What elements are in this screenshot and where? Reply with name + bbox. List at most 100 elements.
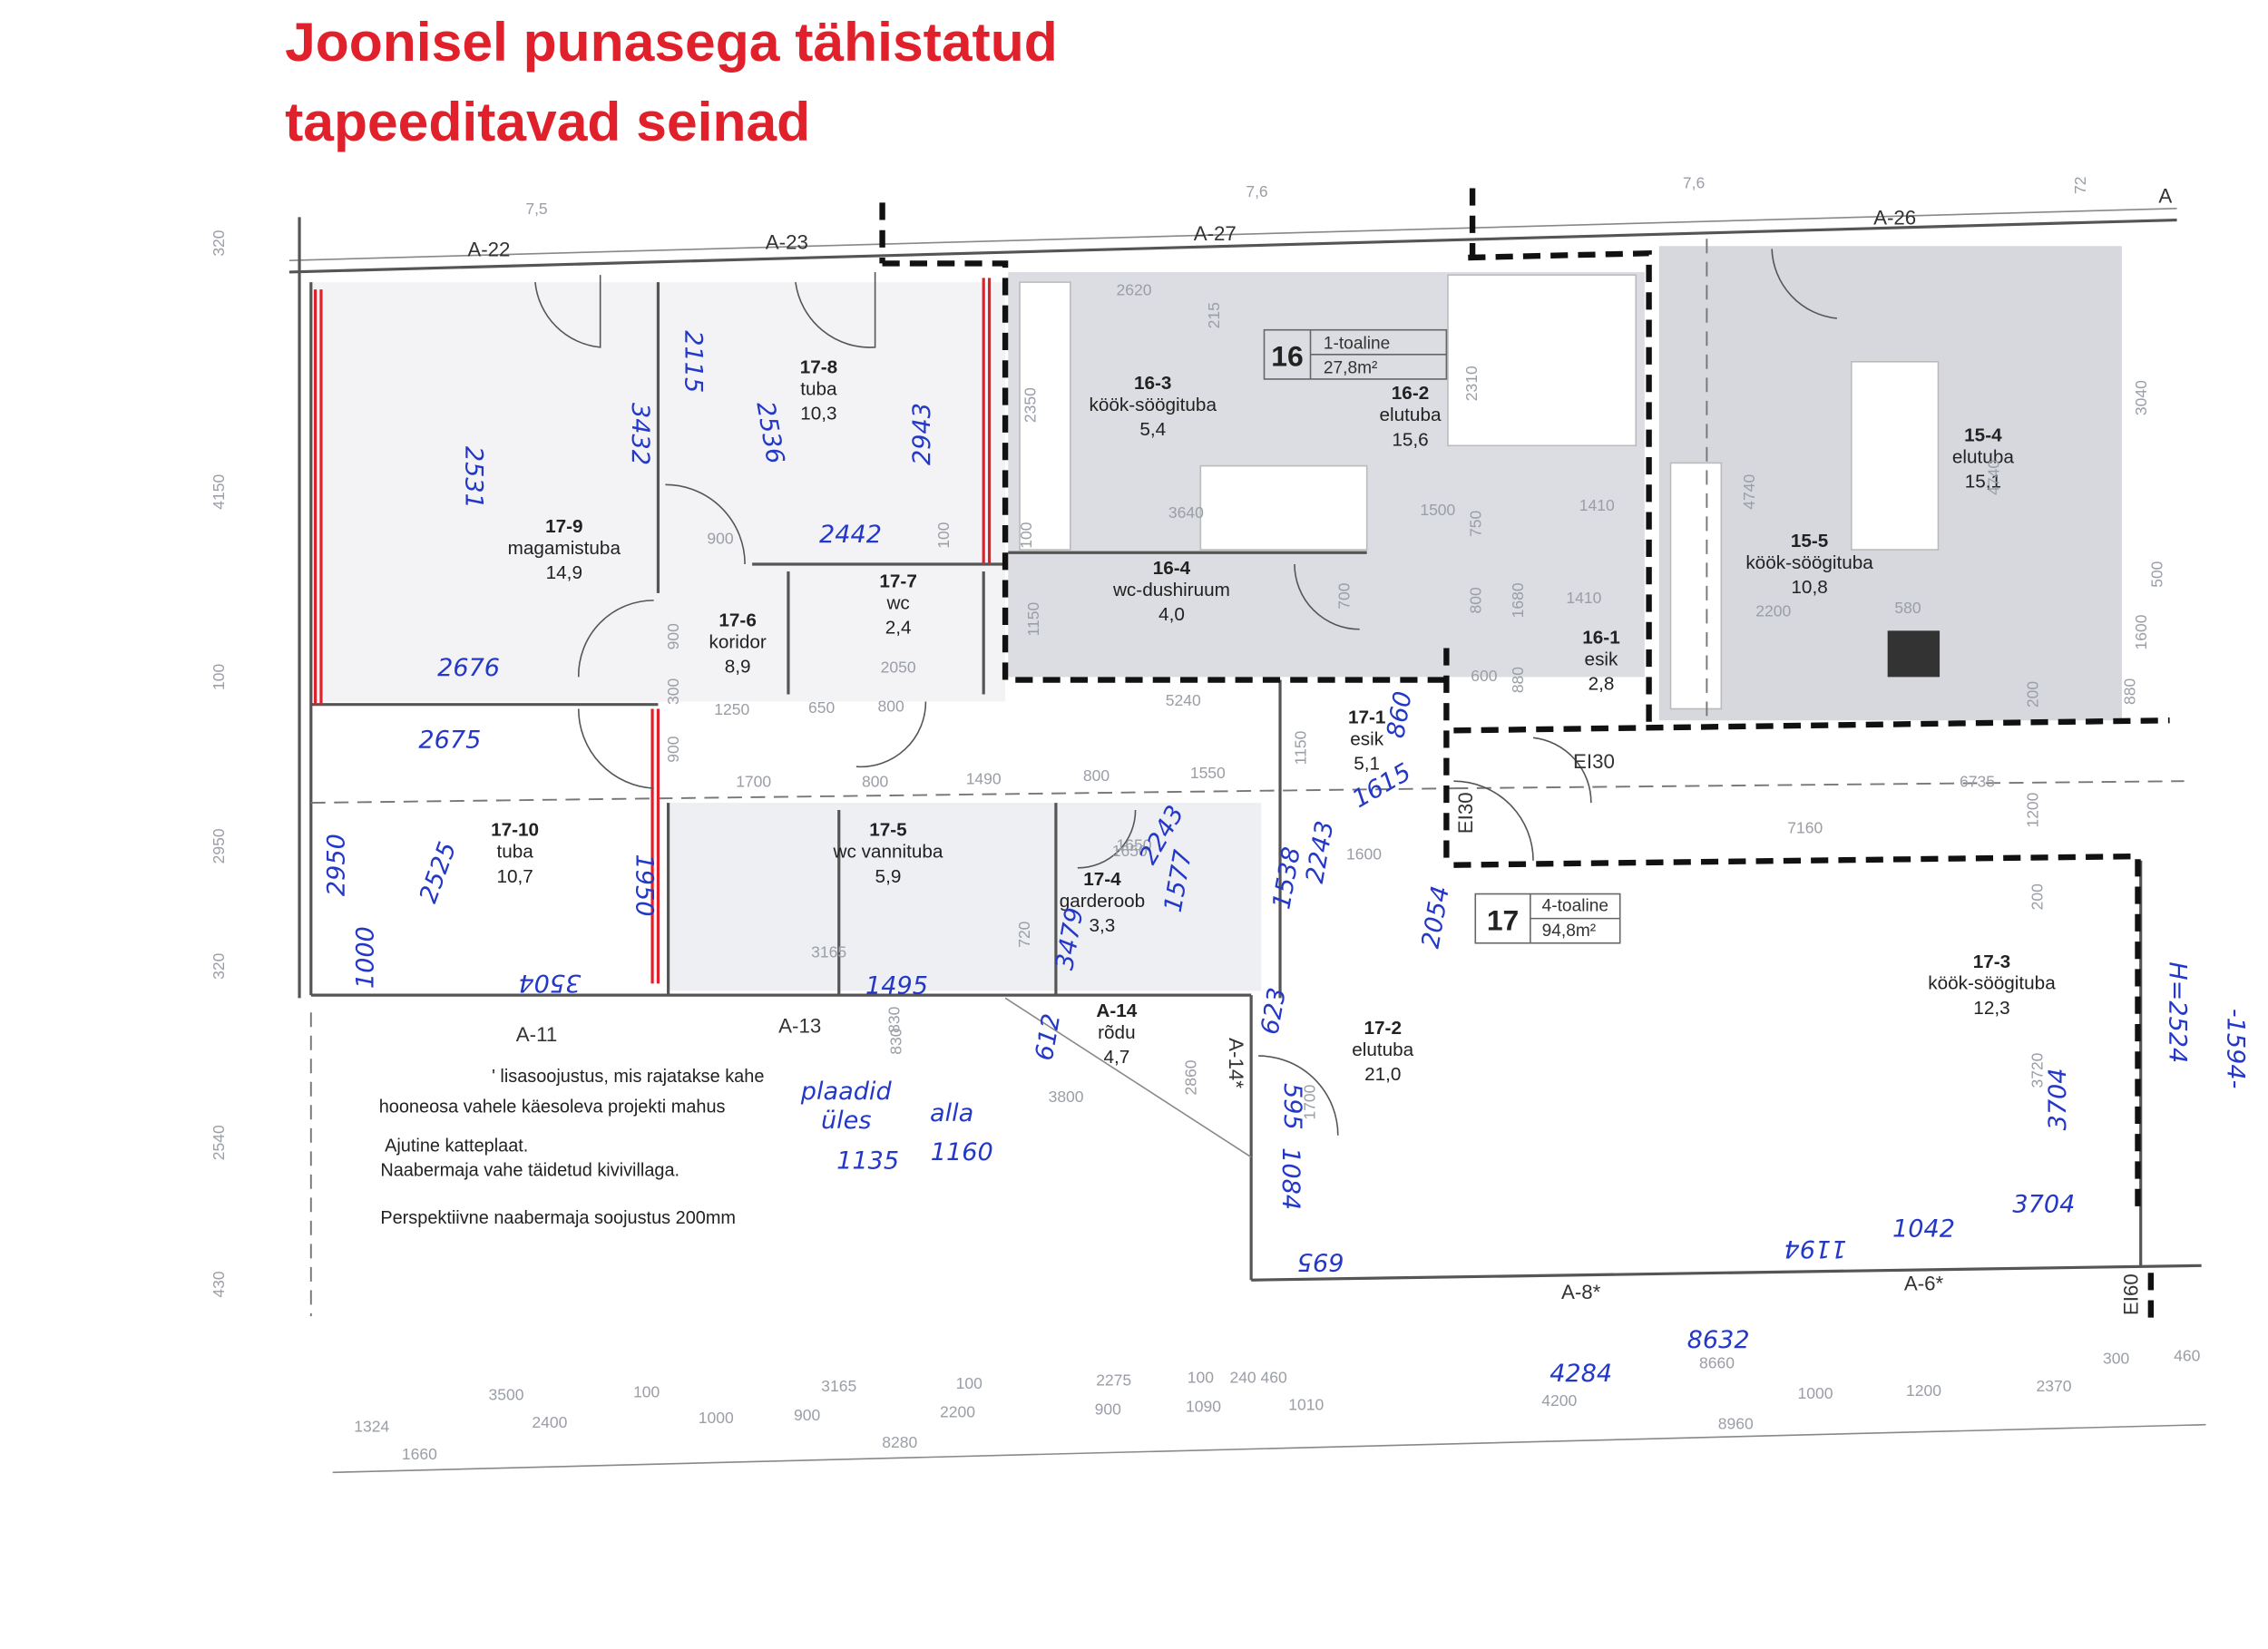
dimension-label: 4200 — [1541, 1391, 1577, 1410]
dimension-label: 100 — [934, 522, 953, 548]
handwritten-note: 3704 — [2044, 1068, 2072, 1130]
room-area: 21,0 — [1364, 1064, 1401, 1085]
handwritten-note: 2943 — [908, 403, 936, 465]
dimension-label: 7,6 — [1683, 173, 1705, 191]
handwritten-note: 1495 — [865, 972, 928, 1000]
apartment-17-box: 17 4-toaline 94,8m² — [1474, 893, 1621, 944]
room-area: 4,0 — [1158, 604, 1185, 625]
dimension-label: 320 — [210, 952, 228, 979]
dimension-label: 900 — [664, 623, 682, 649]
dimension-label: 580 — [1894, 599, 1921, 617]
room-id: 16-1 — [1582, 628, 1619, 649]
dimension-label: 1490 — [966, 769, 1002, 787]
apartment-type: 4-toaline — [1542, 897, 1608, 916]
dimension-label: 4740 — [1984, 460, 2002, 495]
window-label: A — [2158, 184, 2172, 207]
handwritten-note: 2531 — [459, 446, 487, 509]
dimension-label: 3500 — [489, 1386, 524, 1404]
dimension-label: 500 — [2148, 561, 2166, 587]
handwritten-note: alla — [930, 1099, 973, 1127]
room-name: köök-söögituba — [1745, 552, 1873, 573]
handwritten-note: 1194 — [1784, 1234, 1846, 1263]
window-label: A-14* — [1225, 1038, 1247, 1088]
apartment-area: 94,8m² — [1542, 922, 1597, 941]
dimension-label: 2200 — [940, 1403, 975, 1421]
room-area: 5,9 — [875, 866, 902, 887]
dimension-label: 2400 — [532, 1413, 567, 1431]
dimension-label: 1700 — [1300, 1084, 1318, 1119]
dimension-label: 2050 — [881, 659, 916, 677]
room-area: 10,7 — [496, 866, 533, 887]
dimension-label: 2275 — [1096, 1371, 1131, 1390]
note-text: ' lisasoojustus, mis rajatakse kahe — [492, 1067, 764, 1087]
window-label: A-11 — [516, 1023, 557, 1046]
handwritten-note: plaadid — [800, 1078, 893, 1106]
handwritten-note: 1135 — [836, 1146, 899, 1175]
handwritten-note: H=2524 — [2164, 961, 2192, 1063]
room-area: 10,8 — [1791, 577, 1827, 598]
dimension-label: 1150 — [1024, 602, 1042, 637]
dimension-label: 1650 — [1112, 842, 1148, 860]
note-text: hooneosa vahele käesoleva projekti mahus — [379, 1097, 726, 1117]
dimension-label: 7160 — [1787, 819, 1823, 837]
dimension-label: 650 — [808, 698, 835, 717]
title-line-2: tapeeditavad seinad — [285, 91, 810, 152]
room-id: 17-2 — [1364, 1018, 1402, 1039]
room-area: 10,3 — [800, 404, 836, 424]
dimension-label: 1680 — [1509, 582, 1527, 618]
handwritten-note: 1042 — [1892, 1215, 1955, 1243]
window-label: A-22 — [467, 238, 510, 260]
dimension-label: 900 — [794, 1406, 820, 1424]
dimension-label: 3040 — [2132, 380, 2150, 415]
room-id: 16-4 — [1153, 558, 1191, 579]
wallpaper-walls — [313, 278, 992, 984]
room-id: 17-8 — [800, 357, 837, 378]
room-area: 12,3 — [1973, 998, 2009, 1019]
dimension-label: 240 460 — [1229, 1368, 1287, 1386]
note-text: Ajutine katteplaat. — [385, 1136, 528, 1156]
apartment-16-box: 16 1-toaline 27,8m² — [1263, 328, 1448, 380]
dimension-label: 880 — [1509, 667, 1527, 693]
room-name: elutuba — [1380, 405, 1442, 425]
handwritten-note: 2243 — [1301, 819, 1340, 885]
room-id: 17-7 — [879, 571, 916, 592]
apartment-area: 27,8m² — [1324, 359, 1378, 378]
dimension-label: 2620 — [1117, 280, 1152, 298]
room-name: garderoob — [1060, 891, 1145, 912]
room-id: 17-9 — [545, 516, 582, 537]
room-area: 8,9 — [725, 657, 751, 678]
apartment-number: 17 — [1487, 903, 1519, 936]
apartment-15-area — [1658, 246, 2122, 721]
dimension-label: 800 — [862, 773, 888, 791]
room-area: 2,4 — [885, 618, 912, 639]
room-id: 16-3 — [1134, 373, 1171, 394]
window-label: A-6* — [1904, 1272, 1944, 1294]
dimension-label: 750 — [1467, 511, 1485, 537]
room-id: 17-4 — [1083, 869, 1121, 890]
dimension-label: 700 — [1335, 582, 1354, 609]
dimension-label: 2200 — [1755, 601, 1791, 620]
handwritten-note: 4284 — [1549, 1360, 1612, 1388]
dimension-label: 1200 — [1906, 1381, 1941, 1400]
handwritten-note: 2676 — [437, 654, 500, 682]
dimension-label: 900 — [664, 736, 682, 762]
room-id: 17-1 — [1348, 707, 1385, 727]
fire-rating-label: EI30 — [1573, 750, 1615, 773]
room-name: tuba — [800, 378, 837, 399]
handwritten-note: üles — [821, 1107, 871, 1135]
doors — [534, 249, 1837, 1136]
dimension-label: 5240 — [1166, 691, 1201, 709]
dimension-label: 1650 — [1117, 836, 1152, 854]
dimension-label: 1200 — [2023, 792, 2041, 827]
room-name: köök-söögituba — [1928, 973, 2056, 994]
room-name: esik — [1350, 728, 1383, 749]
dimension-label: 1250 — [714, 700, 749, 718]
dimension-label: 7,5 — [525, 200, 547, 218]
dimension-label: 320 — [210, 229, 228, 256]
handwritten-note: 1000 — [351, 926, 379, 989]
dimension-label: 900 — [1095, 1400, 1121, 1419]
dimension-label: 7,6 — [1246, 182, 1267, 200]
dimension-label: 1660 — [402, 1445, 437, 1463]
dimension-label: 1090 — [1186, 1397, 1221, 1415]
